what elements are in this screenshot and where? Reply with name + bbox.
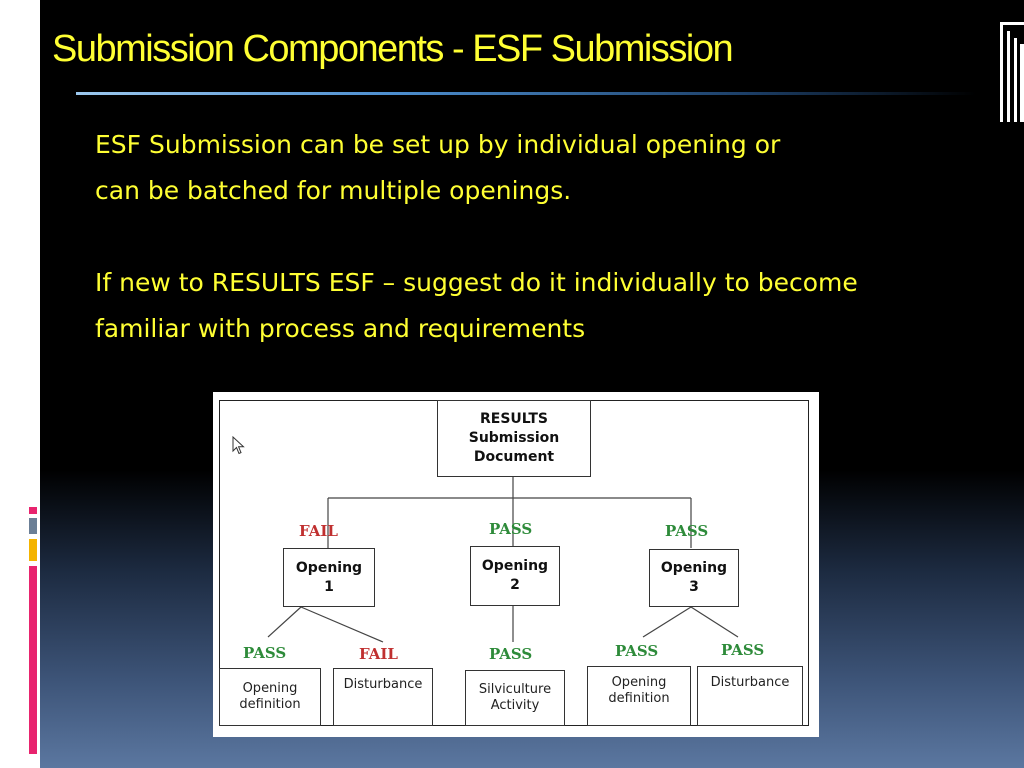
opening-1-definition-box: Opening definition <box>219 668 321 726</box>
opening-1-definition-label: Opening definition <box>239 681 301 712</box>
opening-3-box: Opening 3 <box>649 549 739 607</box>
opening-1-disturbance-status: FAIL <box>359 645 398 663</box>
slide-body: ESF Submission can be set up by individu… <box>95 122 975 352</box>
title-underline <box>76 92 976 95</box>
diagram-connectors <box>267 477 739 643</box>
opening-2-status: PASS <box>489 520 533 538</box>
opening-3-definition-status: PASS <box>615 642 659 660</box>
opening-2-label: Opening 2 <box>481 558 549 593</box>
submission-diagram: RESULTS Submission Document FAIL PASS PA… <box>213 392 819 737</box>
body-line-3: If new to RESULTS ESF – suggest do it in… <box>95 268 858 297</box>
opening-1-box: Opening 1 <box>283 548 375 607</box>
root-document-box: RESULTS Submission Document <box>437 400 591 477</box>
opening-2-silviculture-box: Silviculture Activity <box>465 670 565 726</box>
opening-2-silviculture-label: Silviculture Activity <box>478 682 552 713</box>
opening-3-status: PASS <box>665 522 709 540</box>
opening-1-disturbance-label: Disturbance <box>343 677 423 692</box>
body-line-1: ESF Submission can be set up by individu… <box>95 130 781 159</box>
slide-title: Submission Components - ESF Submission <box>52 28 734 70</box>
cursor-icon <box>232 436 245 455</box>
corner-decoration <box>1000 22 1024 122</box>
opening-1-status: FAIL <box>299 522 338 540</box>
opening-1-definition-status: PASS <box>243 644 287 662</box>
opening-2-silviculture-status: PASS <box>489 645 533 663</box>
body-line-4: familiar with process and requirements <box>95 314 586 343</box>
opening-3-label: Opening 3 <box>660 560 728 595</box>
opening-3-disturbance-label: Disturbance <box>710 675 790 690</box>
root-document-label: RESULTS Submission Document <box>468 411 560 465</box>
opening-3-disturbance-box: Disturbance <box>697 666 803 726</box>
opening-1-disturbance-box: Disturbance <box>333 668 433 726</box>
body-line-2: can be batched for multiple openings. <box>95 176 572 205</box>
opening-3-disturbance-status: PASS <box>721 641 765 659</box>
opening-3-definition-box: Opening definition <box>587 666 691 726</box>
opening-1-label: Opening 1 <box>295 559 363 595</box>
opening-2-box: Opening 2 <box>470 546 560 606</box>
opening-3-definition-label: Opening definition <box>608 675 670 706</box>
